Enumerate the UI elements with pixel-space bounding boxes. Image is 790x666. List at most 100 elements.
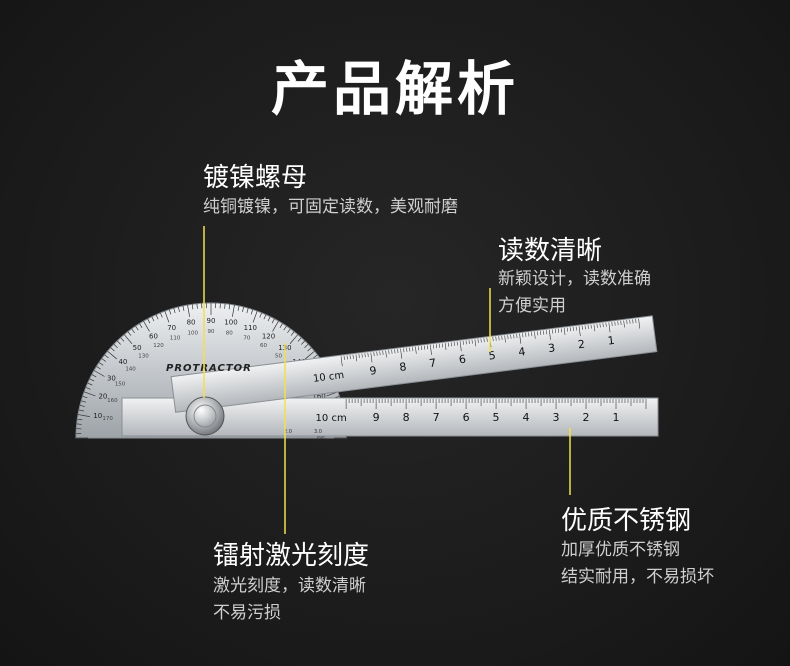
ruler-tick <box>441 343 443 348</box>
ruler-tick <box>540 330 542 336</box>
protractor-outer-label: 50 <box>133 344 142 352</box>
protractor-brand-label: PROTRACTOR <box>166 363 252 374</box>
ruler-tick <box>465 340 467 345</box>
ruler-tick <box>403 348 405 353</box>
protractor-outer-label: 100 <box>224 319 237 327</box>
ruler-tick <box>486 337 488 342</box>
ruler-tick <box>370 352 373 363</box>
ruler-tick <box>406 347 408 352</box>
ruler-tick <box>563 327 566 335</box>
protractor-tick <box>289 334 299 345</box>
ruler-number: 6 <box>463 411 470 424</box>
ruler-tick <box>421 346 423 351</box>
ruler-tick <box>516 333 518 339</box>
ruler-tick <box>614 321 616 326</box>
ruler-tick <box>474 339 477 347</box>
ruler-tick <box>349 355 351 360</box>
ruler-tick <box>400 348 403 359</box>
ruler-tick <box>551 329 554 334</box>
page-title: 产品解析 <box>270 55 519 123</box>
protractor-inner-label: 130 <box>138 354 149 360</box>
protractor-tick <box>160 312 163 318</box>
ruler-tick <box>352 354 354 359</box>
protractor-inner-label: 120 <box>153 343 164 349</box>
protractor-tick <box>96 366 101 370</box>
protractor-tick <box>313 354 318 359</box>
protractor-tick <box>113 343 118 348</box>
protractor-tick <box>93 370 105 377</box>
nut-desc-line-1: 纯铜镀镍，可固定读数，美观耐磨 <box>203 197 458 217</box>
steel-desc-line-2: 结实耐用，不易损坏 <box>561 567 714 587</box>
ruler-tick <box>483 338 485 343</box>
protractor-tick <box>178 306 180 312</box>
protractor-inner-label: 140 <box>125 367 136 373</box>
ruler-unit: 10 cm <box>312 370 344 385</box>
ruler-tick <box>376 351 378 356</box>
protractor-inner-label: 60 <box>260 343 267 349</box>
ruler-tick <box>501 335 503 340</box>
ruler-tick <box>546 330 548 335</box>
protractor-tick <box>304 350 315 360</box>
ruler-tick <box>537 331 539 336</box>
ruler-tick <box>587 324 589 330</box>
protractor-outer-label: 80 <box>187 319 196 327</box>
ruler-number: 4 <box>523 411 530 424</box>
ruler-tick <box>468 339 470 345</box>
ruler-tick <box>382 350 384 355</box>
ruler-tick <box>638 318 641 329</box>
protractor-outer-label: 120 <box>262 332 275 340</box>
protractor-tick <box>143 320 150 332</box>
ruler-tick <box>596 323 598 328</box>
ruler-tick <box>385 350 387 358</box>
ruler-tick <box>590 324 592 329</box>
protractor-tick <box>259 312 262 318</box>
reading-heading: 读数清晰 <box>498 236 603 266</box>
protractor-tick <box>297 337 302 342</box>
protractor-inner-label: 150 <box>115 382 126 388</box>
protractor-tick <box>82 395 88 399</box>
protractor-tick <box>279 323 283 328</box>
protractor-tick <box>84 391 96 397</box>
protractor-outer-label: 20 <box>98 393 107 401</box>
ruler-tick <box>412 347 414 352</box>
protractor-tick <box>252 311 258 323</box>
protractor-tick <box>242 306 244 312</box>
ruler-tick <box>593 324 596 332</box>
ruler-tick <box>525 332 527 337</box>
protractor-inner-label: 90 <box>208 329 215 335</box>
ruler-tick <box>557 328 560 333</box>
ruler-number: 5 <box>488 349 497 363</box>
small-scale-label-3: 3.0 <box>314 429 322 435</box>
protractor-outer-label: 110 <box>244 324 257 332</box>
ruler-tick <box>498 336 500 341</box>
protractor-inner-label: 80 <box>226 331 233 337</box>
protractor-tick <box>267 316 271 322</box>
protractor-outer-label: 60 <box>149 332 158 340</box>
ruler-number: 7 <box>433 411 440 424</box>
protractor-inner-label: 110 <box>170 335 181 341</box>
protractor-tick <box>89 378 95 382</box>
protractor-tick <box>91 374 97 378</box>
protractor-tick <box>81 400 87 403</box>
ruler-tick <box>635 318 637 323</box>
ruler-tick <box>427 345 429 350</box>
protractor-tick <box>131 328 135 334</box>
ruler-tick <box>424 345 426 350</box>
steel-heading: 优质不锈钢 <box>561 506 692 536</box>
ruler-number: 6 <box>458 353 467 367</box>
ruler-tick <box>477 338 479 343</box>
protractor-tick <box>232 304 235 317</box>
protractor-outer-label: 160 <box>312 393 325 401</box>
ruler-tick <box>629 319 631 324</box>
ruler-number: 1 <box>607 334 616 348</box>
protractor-outer-label: 10 <box>93 412 102 420</box>
ruler-tick <box>394 349 396 354</box>
ruler-tick <box>623 320 625 328</box>
protractor-tick <box>228 304 231 310</box>
protractor-tick <box>123 334 133 345</box>
ruler-tick <box>462 340 464 345</box>
ruler-tick <box>513 334 515 339</box>
ruler-tick <box>343 355 345 360</box>
